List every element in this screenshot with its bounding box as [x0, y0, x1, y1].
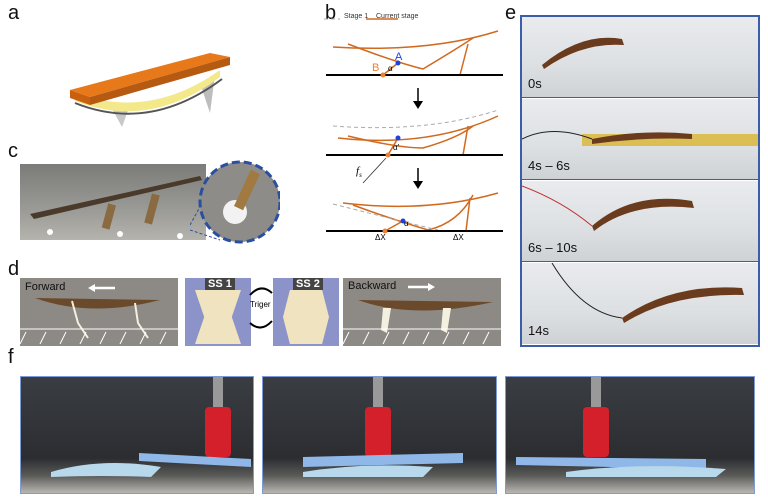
forward-label: Forward	[25, 281, 66, 293]
point-a-label: A	[395, 51, 403, 63]
ss2-label: SS 2	[293, 278, 323, 290]
panel-label-d: d	[8, 258, 20, 280]
fs-symbol: f	[356, 165, 360, 177]
frame-6s-10s: 6s – 10s	[522, 181, 758, 262]
alpha-prime-label: α'	[393, 143, 400, 152]
panel-label-a: a	[8, 2, 20, 24]
compression-photo-3	[505, 376, 755, 494]
fs-subscript: s	[359, 171, 362, 180]
time-series-frame	[520, 15, 760, 347]
robot-photo-c	[20, 164, 206, 240]
frame-14s: 14s	[522, 263, 758, 344]
panel-label-b: b	[325, 2, 337, 24]
panel-label-c: c	[8, 140, 18, 162]
legend-stage1: Stage 1	[344, 13, 369, 20]
trigger-label: Triger	[250, 300, 271, 309]
alpha-label: α	[388, 64, 393, 73]
backward-photo: Backward	[343, 278, 501, 346]
time-label: 6s – 10s	[528, 240, 578, 255]
compression-photo-2	[262, 376, 497, 494]
trigger-arrows-icon	[249, 287, 273, 329]
backward-label: Backward	[348, 280, 397, 292]
mechanism-diagram	[324, 18, 503, 234]
ss1-label: SS 1	[205, 278, 235, 290]
ss1-photo: SS 1	[185, 278, 251, 346]
legend-current-stage: Current stage	[376, 13, 419, 20]
zoom-inset	[190, 160, 280, 244]
alpha-label-3: α	[404, 219, 409, 228]
friction-label: fs	[356, 165, 362, 179]
robot-illustration	[70, 53, 230, 127]
forward-photo: Forward	[20, 278, 178, 346]
panel-label-e: e	[505, 2, 517, 24]
frame-4s-6s: 4s – 6s	[522, 99, 758, 180]
time-label: 0s	[528, 76, 542, 91]
point-b-label: B	[372, 62, 380, 74]
time-label: 4s – 6s	[528, 158, 570, 173]
compression-photo-1	[20, 376, 254, 494]
ss2-photo: SS 2	[273, 278, 339, 346]
delta-x-right: ΔX	[453, 233, 464, 242]
time-label: 14s	[528, 323, 549, 338]
delta-x-left: ΔX	[375, 233, 386, 242]
panel-label-f: f	[8, 346, 14, 368]
frame-0s: 0s	[522, 17, 758, 98]
